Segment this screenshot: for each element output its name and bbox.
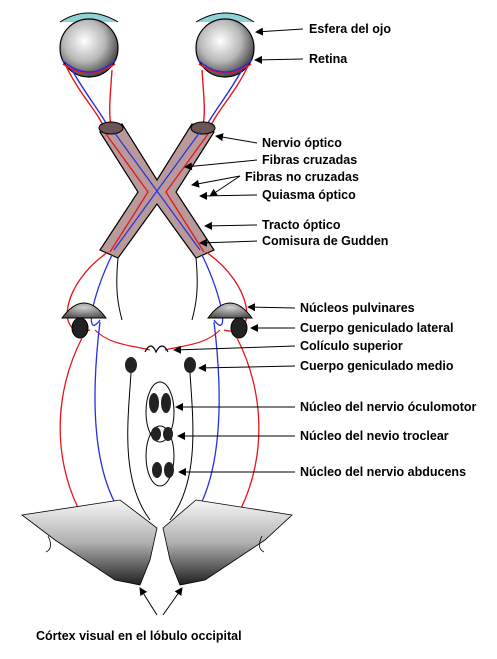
label-retina: Retina [309, 52, 348, 66]
label-pulvinar-nuclei: Núcleos pulvinares [300, 301, 415, 315]
caption-visual-cortex: Córtex visual en el lóbulo occipital [36, 629, 242, 643]
label-medial-geniculate: Cuerpo geniculado medio [300, 359, 454, 373]
label-pointers [139, 27, 304, 616]
medial-geniculate-bodies [125, 357, 196, 521]
label-lateral-geniculate: Cuerpo geniculado lateral [300, 321, 454, 335]
label-gudden-commissure: Comisura de Gudden [262, 234, 388, 248]
occipital-cortex [21, 499, 293, 586]
pulvinar-nuclei [61, 302, 253, 319]
label-optic-tract: Tracto óptico [262, 218, 341, 232]
label-uncrossed-fibers: Fibras no cruzadas [245, 170, 359, 184]
label-optic-chiasm: Quiasma óptico [262, 188, 356, 202]
lateral-geniculate-bodies [71, 317, 248, 339]
label-eyeball: Esfera del ojo [309, 22, 391, 36]
label-optic-nerve: Nervio óptico [262, 136, 342, 150]
label-oculomotor-nucleus: Núcleo del nervio óculomotor [300, 400, 477, 414]
left-eye [59, 12, 119, 78]
right-eye [195, 12, 255, 78]
brainstem-nuclei [145, 381, 175, 487]
label-abducens-nucleus: Núcleo del nervio abducens [300, 465, 466, 479]
optic-chiasm [98, 121, 216, 259]
label-superior-colliculus: Colículo superior [300, 339, 403, 353]
label-crossed-fibers: Fibras cruzadas [262, 153, 357, 167]
label-trochlear-nucleus: Núcleo del nevio troclear [300, 429, 449, 443]
optic-tracts [66, 251, 248, 332]
